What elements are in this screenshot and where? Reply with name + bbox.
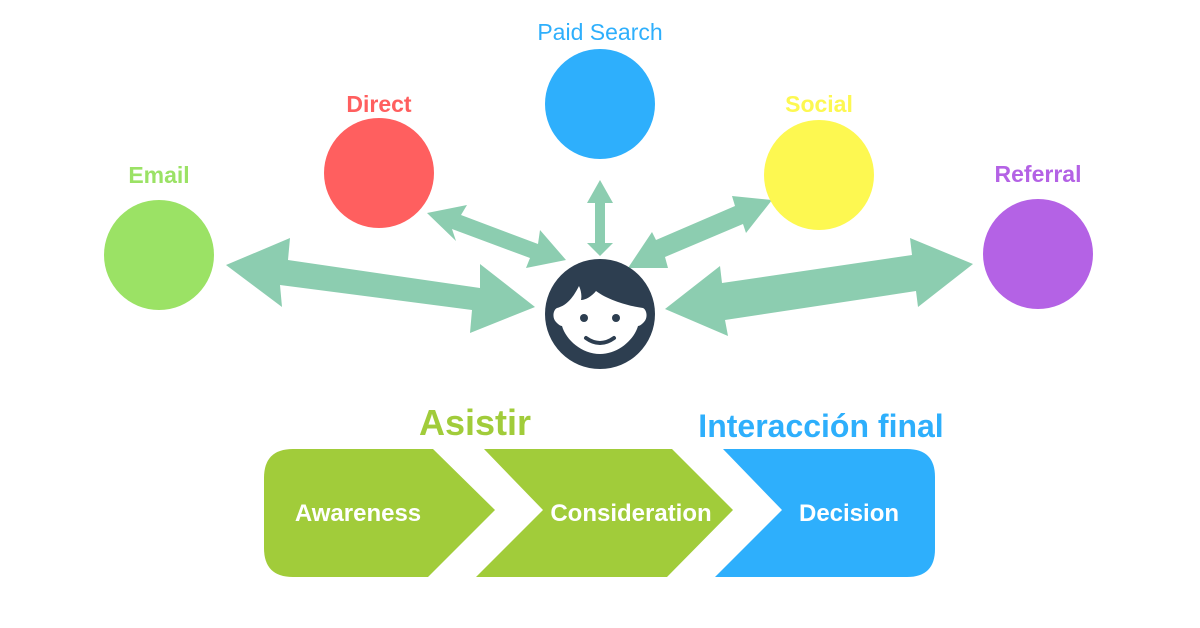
final-interaction-heading: Interacción final [698, 408, 943, 444]
referral-label: Referral [995, 161, 1082, 187]
stage-consideration [476, 449, 733, 577]
stage-consideration-label: Consideration [550, 500, 711, 527]
direct-circle [324, 118, 434, 228]
channel-labels: Email Direct Paid Search Social Referral [128, 19, 1081, 188]
channel-nodes [104, 49, 1093, 310]
direct-label: Direct [346, 91, 412, 117]
social-label: Social [785, 91, 853, 117]
assist-heading: Asistir [419, 402, 531, 443]
arrow-social [628, 196, 772, 268]
arrows [226, 180, 973, 336]
stage-awareness [264, 449, 495, 577]
stage-awareness-label: Awareness [295, 500, 421, 527]
arrow-paid-search [587, 180, 613, 256]
referral-circle [983, 199, 1093, 309]
arrow-referral [665, 238, 973, 336]
arrow-direct [427, 205, 566, 268]
paid-search-label: Paid Search [537, 19, 662, 45]
stage-decision-label: Decision [799, 500, 899, 527]
paid-search-circle [545, 49, 655, 159]
stage-decision [715, 449, 935, 577]
arrow-email [226, 238, 535, 333]
email-label: Email [128, 162, 189, 188]
email-circle [104, 200, 214, 310]
funnel-stages: Awareness Consideration Decision [264, 449, 935, 577]
social-circle [764, 120, 874, 230]
user-face-icon [545, 259, 655, 369]
